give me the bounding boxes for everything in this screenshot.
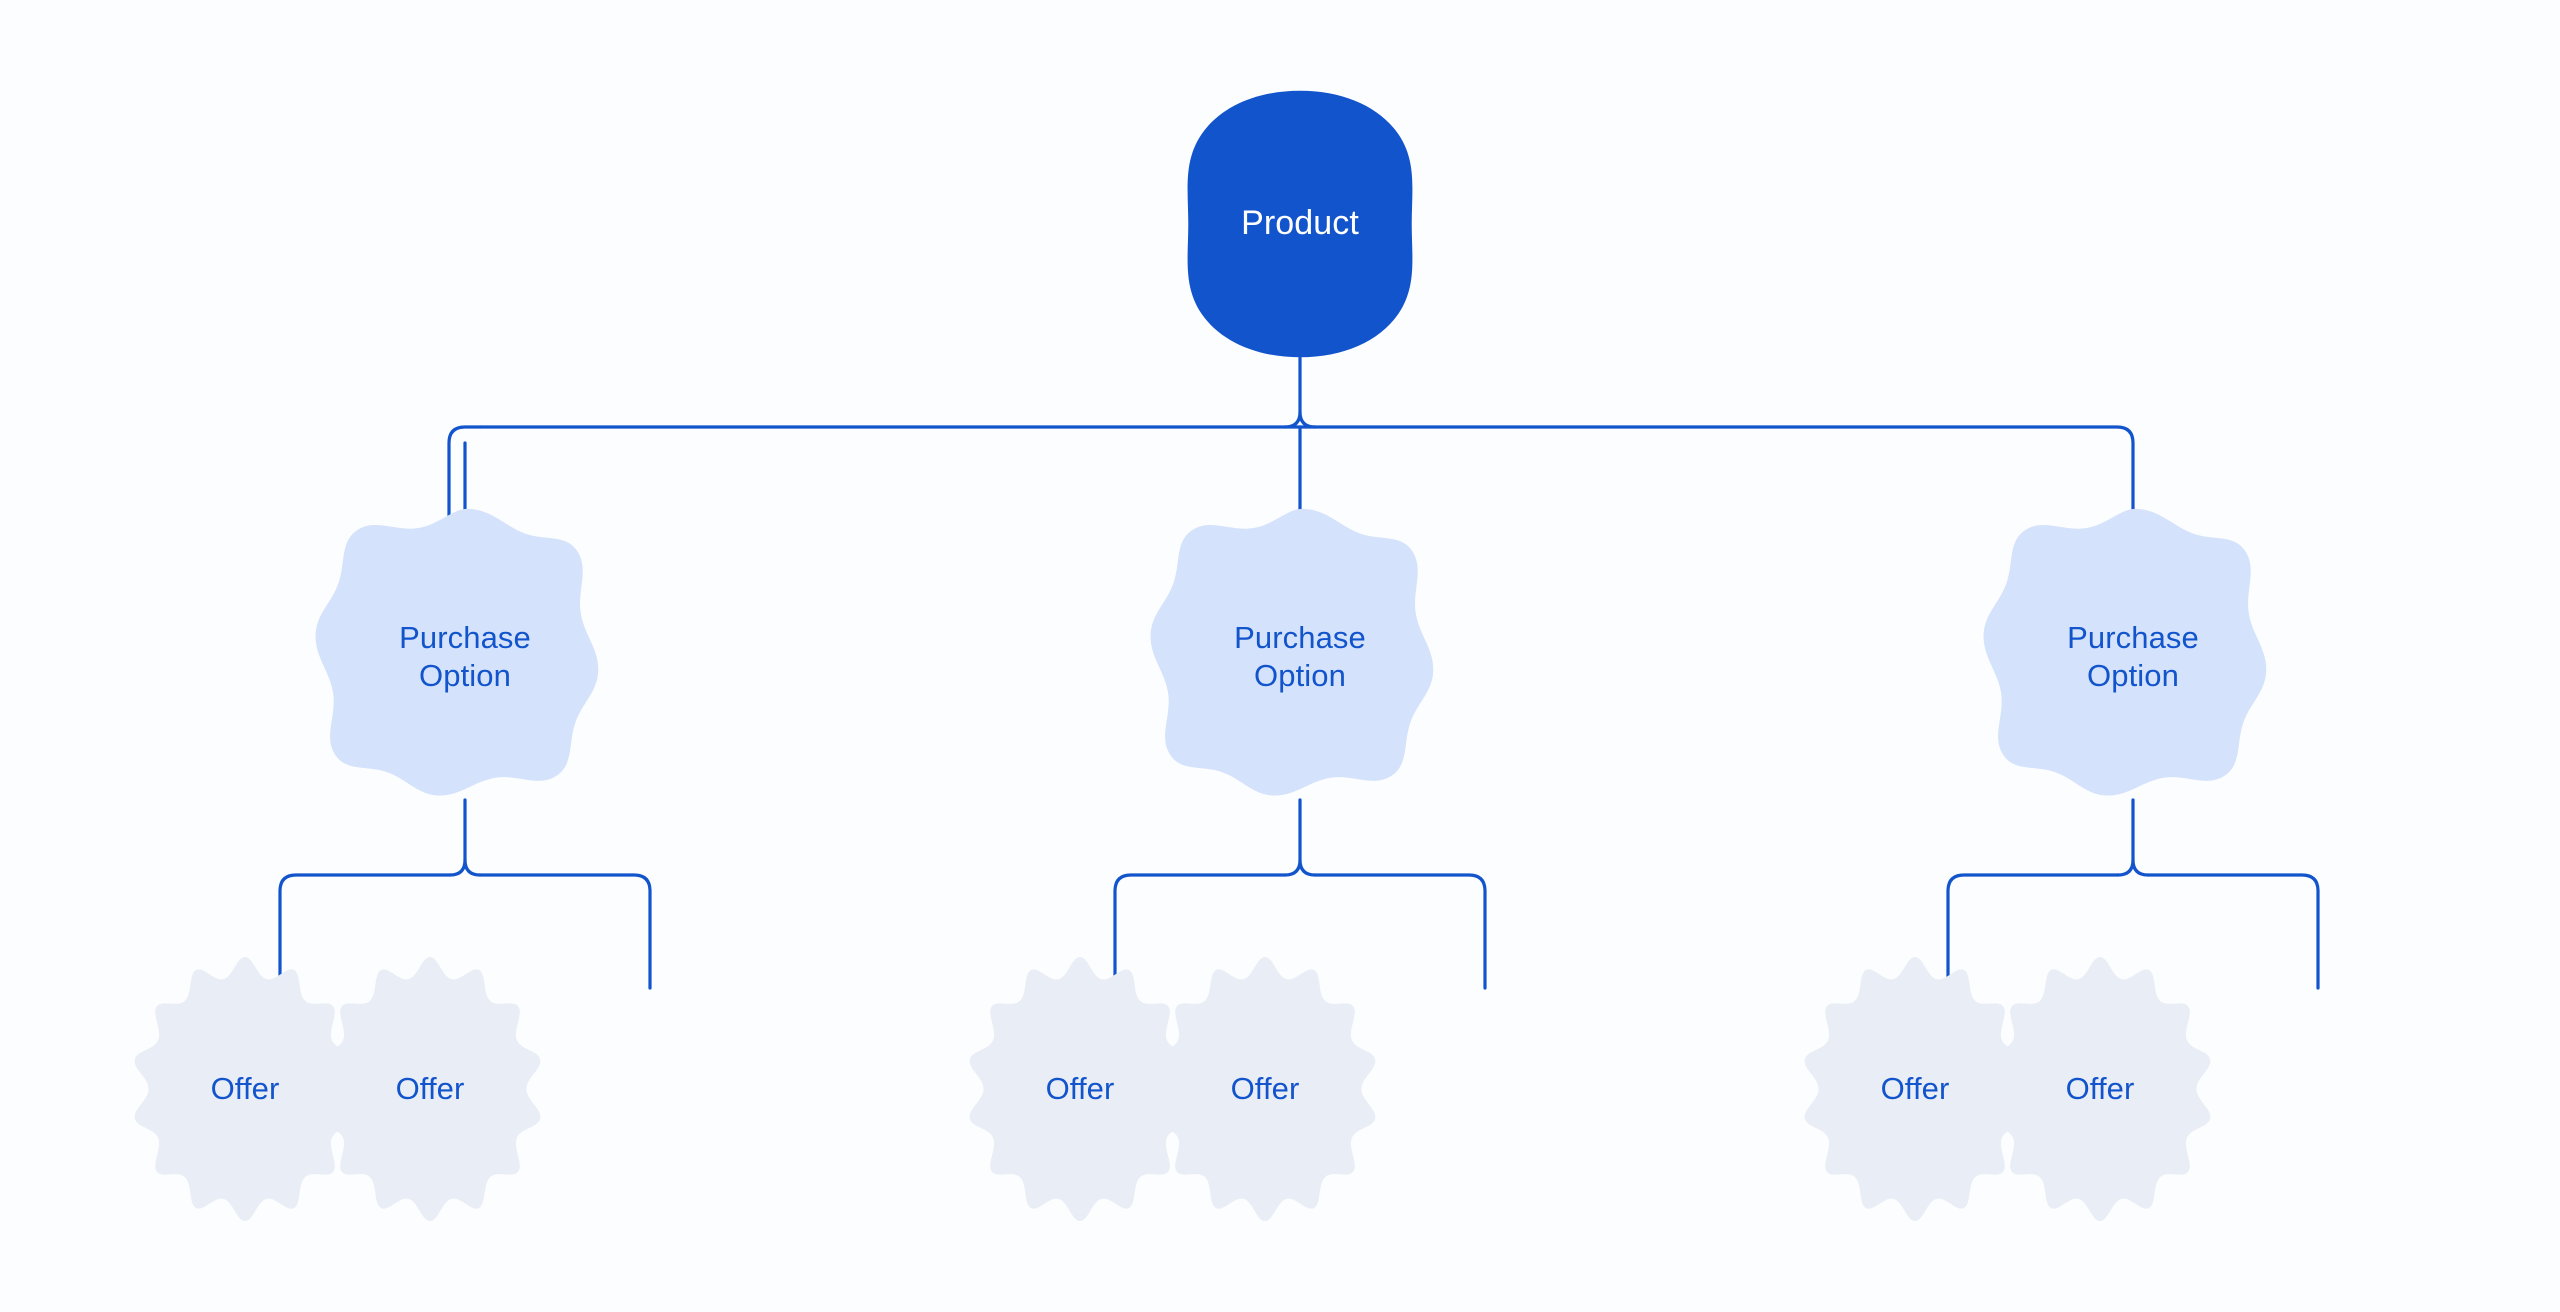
scalloped-blob-shape [1804, 956, 2026, 1222]
scalloped-blob-shape [969, 956, 1191, 1222]
edge-level1-bus-left [447, 425, 483, 550]
node-purchase-option-1[interactable]: Purchase Option [315, 508, 608, 802]
edge-opt2-stem [2131, 798, 2150, 877]
scalloped-blob-shape [1989, 956, 2211, 1222]
edge-opt1-stem [1298, 798, 1317, 877]
edge-opt1-stem-left [1283, 858, 1302, 877]
edge-opt2-bus-left [1946, 873, 2120, 990]
node-label: Purchase Option [1234, 620, 1366, 693]
edge-opt0-stem-left [448, 858, 467, 877]
node-purchase-option-2[interactable]: Purchase Option [1150, 508, 1443, 802]
flower-blob-shape [315, 508, 599, 796]
edge-root-stem-left-fillet [1283, 410, 1302, 429]
edge-opt1-bus-left [1113, 873, 1287, 990]
flower-blob-shape [1150, 508, 1434, 796]
edge-level1-bus [479, 425, 2135, 550]
scalloped-blob-shape [1154, 956, 1376, 1222]
node-offer-4[interactable]: Offer [1146, 950, 1384, 1228]
edge-root-stem [1298, 356, 1317, 429]
node-purchase-option-3[interactable]: Purchase Option [1983, 508, 2276, 802]
edge-opt1-bus [1313, 873, 1487, 990]
edge-opt0-stem [463, 798, 482, 877]
node-offer-3[interactable]: Offer [961, 950, 1199, 1228]
node-label: Product [1241, 204, 1359, 243]
node-label: Offer [1880, 1071, 1950, 1107]
node-label: Purchase Option [399, 620, 531, 693]
edge-opt0-bus [478, 873, 652, 990]
edge-opt0-bus-left [278, 873, 452, 990]
scalloped-blob-shape [134, 956, 356, 1222]
node-offer-2[interactable]: Offer [311, 950, 549, 1228]
node-offer-1[interactable]: Offer [126, 950, 364, 1228]
node-product[interactable]: Product [1167, 88, 1433, 360]
node-label: Offer [1045, 1071, 1115, 1107]
node-label: Offer [395, 1071, 465, 1107]
node-label: Offer [1230, 1071, 1300, 1107]
node-label: Offer [2065, 1071, 2135, 1107]
node-label: Purchase Option [2067, 620, 2199, 693]
node-label: Offer [210, 1071, 280, 1107]
scalloped-blob-shape [319, 956, 541, 1222]
edge-opt2-stem-left [2116, 858, 2135, 877]
flower-blob-shape [1983, 508, 2267, 796]
node-offer-6[interactable]: Offer [1981, 950, 2219, 1228]
clover-blob-shape [1187, 90, 1413, 358]
edge-opt2-bus [2146, 873, 2320, 990]
node-offer-5[interactable]: Offer [1796, 950, 2034, 1228]
